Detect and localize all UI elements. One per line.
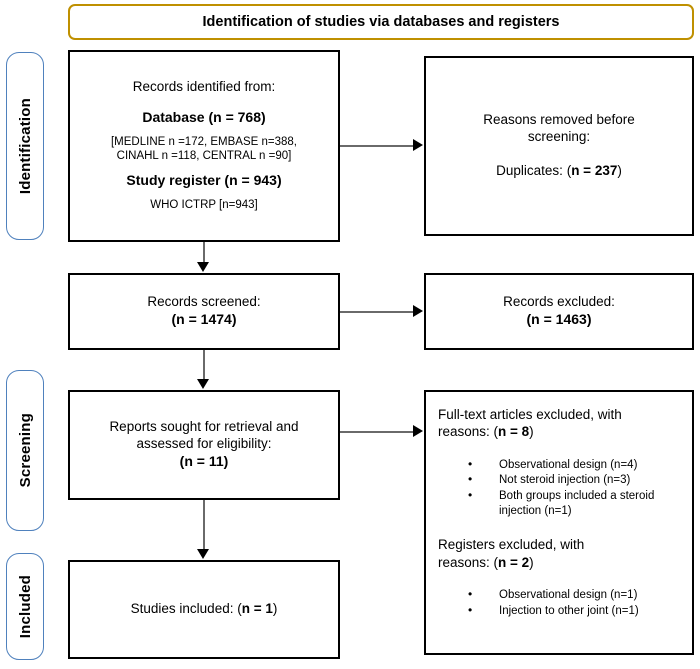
connector-screened-to-sought <box>203 350 205 380</box>
phase-included-label: Included <box>16 574 34 639</box>
records-screened-count: (n = 1474) <box>171 311 237 328</box>
list-item: Observational design (n=1) <box>468 587 684 603</box>
list-item: Observational design (n=4) <box>468 457 684 473</box>
records-removed-duplicates: Duplicates: (n = 237) <box>496 163 622 180</box>
registers-heading-value: n = 2 <box>498 554 530 570</box>
box-reports-sought: Reports sought for retrieval and assesse… <box>68 390 340 500</box>
connector-identified-to-removed <box>340 145 414 147</box>
phase-screening: Screening <box>6 370 44 531</box>
box-records-removed: Reasons removed before screening: Duplic… <box>424 56 694 236</box>
box-records-screened: Records screened: (n = 1474) <box>68 273 340 350</box>
records-screened-label: Records screened: <box>147 294 261 310</box>
fulltext-heading-line-1: Full-text articles excluded, with <box>438 407 622 422</box>
studies-included-value: n = 1 <box>241 601 273 617</box>
registers-heading-line-1: Registers excluded, with <box>438 537 585 553</box>
spacer <box>426 441 692 458</box>
registers-reasons-list: Observational design (n=1) Injection to … <box>426 587 692 619</box>
reports-sought-label-1: Reports sought for retrieval and <box>109 419 299 435</box>
box-reports-excluded: Full-text articles excluded, with reason… <box>424 390 694 655</box>
reports-sought-label-2: assessed for eligibility: <box>136 436 272 452</box>
connector-screened-to-excluded <box>340 311 414 313</box>
fulltext-heading-value: n = 8 <box>498 424 530 440</box>
records-identified-database-detail-1: [MEDLINE n =172, EMBASE n=388, <box>110 135 298 148</box>
studies-included-text: Studies included: (n = 1) <box>131 601 278 618</box>
records-excluded-count: (n = 1463) <box>526 311 592 328</box>
records-removed-heading-1: Reasons removed before <box>483 112 635 128</box>
fulltext-excluded-heading: Full-text articles excluded, with reason… <box>426 406 692 441</box>
list-item: Injection to other joint (n=1) <box>468 603 684 619</box>
records-excluded-label: Records excluded: <box>503 294 615 310</box>
duplicates-prefix: Duplicates: ( <box>496 162 572 178</box>
phase-included: Included <box>6 553 44 660</box>
duplicates-value: n = 237 <box>571 162 618 178</box>
connector-sought-to-reports-excluded <box>340 431 414 433</box>
phase-screening-label: Screening <box>16 413 34 488</box>
records-identified-heading: Records identified from: <box>132 79 276 95</box>
arrowhead-sought-to-included <box>197 549 209 559</box>
phase-identification-label: Identification <box>16 97 34 195</box>
connector-identified-to-screened <box>203 242 205 264</box>
list-item: Both groups included a steroid injection… <box>468 488 684 518</box>
records-identified-database-detail-2: CINAHL n =118, CENTRAL n =90] <box>116 149 292 162</box>
box-studies-included: Studies included: (n = 1) <box>68 560 340 659</box>
fulltext-reasons-list: Observational design (n=4) Not steroid i… <box>426 457 692 520</box>
records-identified-register-detail: WHO ICTRP [n=943] <box>150 198 258 211</box>
registers-heading-suffix: ) <box>529 554 534 570</box>
studies-included-prefix: Studies included: ( <box>130 601 242 617</box>
spacer <box>426 519 692 536</box>
list-item: Not steroid injection (n=3) <box>468 472 684 488</box>
arrowhead-identified-to-removed <box>413 139 423 151</box>
records-identified-register-label: Study register (n = 943) <box>126 172 282 189</box>
records-identified-database-label: Database (n = 768) <box>142 109 266 126</box>
duplicates-suffix: ) <box>617 162 622 178</box>
arrowhead-screened-to-sought <box>197 379 209 389</box>
phase-identification: Identification <box>6 52 44 240</box>
box-records-excluded: Records excluded: (n = 1463) <box>424 273 694 350</box>
arrowhead-screened-to-excluded <box>413 305 423 317</box>
diagram-title-box: Identification of studies via databases … <box>68 4 694 40</box>
fulltext-heading-suffix: ) <box>529 424 534 440</box>
connector-sought-to-included <box>203 500 205 550</box>
registers-heading-prefix: reasons: ( <box>438 554 499 570</box>
diagram-title: Identification of studies via databases … <box>202 14 560 30</box>
box-records-identified: Records identified from: Database (n = 7… <box>68 50 340 242</box>
records-removed-heading-2: screening: <box>527 129 591 145</box>
reports-sought-count: (n = 11) <box>179 453 229 470</box>
arrowhead-sought-to-reports-excluded <box>413 425 423 437</box>
studies-included-suffix: ) <box>272 601 278 617</box>
registers-excluded-heading: Registers excluded, with reasons: (n = 2… <box>426 536 692 571</box>
arrowhead-identified-to-screened <box>197 262 209 272</box>
fulltext-heading-prefix: reasons: ( <box>438 424 499 440</box>
spacer <box>426 571 692 588</box>
